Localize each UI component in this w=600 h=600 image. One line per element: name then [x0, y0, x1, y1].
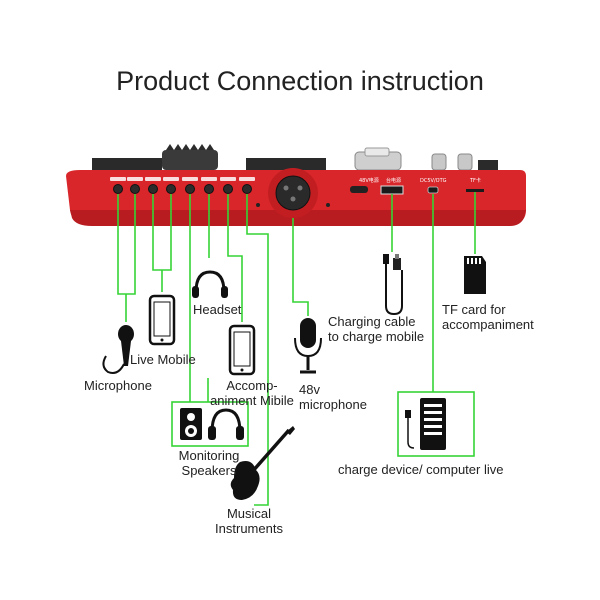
- xlr-socket-icon: [268, 168, 318, 218]
- jack-port-icon: [166, 184, 176, 194]
- device-label-dc: DC5V/OTG: [420, 178, 447, 184]
- usb-port-icon: [380, 185, 404, 195]
- device-label-tf: TF卡: [469, 177, 481, 184]
- jack-port-icon: [113, 184, 123, 194]
- label-48v-mic: 48v microphone: [299, 382, 367, 412]
- label-computer: charge device/ computer live: [338, 462, 504, 477]
- jack-port-icon: [130, 184, 140, 194]
- usb-cable-icon: [383, 254, 403, 316]
- condenser-microphone-icon: [294, 318, 322, 374]
- label-tf-line2: accompaniment: [442, 317, 534, 332]
- label-headset: Headset: [193, 302, 242, 317]
- speaker-icon: [180, 408, 202, 440]
- label-monitoring: Monitoring Speakers: [166, 448, 252, 478]
- label-instruments-line2: Instruments: [215, 521, 283, 536]
- label-accompaniment-line1: Accomp-: [226, 378, 278, 393]
- accompaniment-phone-icon: [228, 324, 256, 376]
- computer-box: [397, 391, 475, 457]
- label-charging-line1: Charging cable: [328, 314, 416, 329]
- tf-slot-icon: [466, 189, 484, 192]
- screw-icon: [326, 203, 330, 207]
- headset-icon: [192, 270, 228, 298]
- jack-port-icon: [148, 184, 158, 194]
- mobile-phone-icon: [148, 294, 176, 346]
- label-instruments-line1: Musical: [226, 506, 272, 521]
- monitor-headphones-icon: [208, 408, 244, 440]
- label-accompaniment-line2: animent Mibile: [210, 393, 294, 408]
- guitar-icon: [230, 426, 295, 500]
- label-48v-mic-line1: 48v: [299, 382, 320, 397]
- label-live-mobile: Live Mobile: [130, 352, 196, 367]
- tf-card-icon: [464, 256, 486, 294]
- label-instruments: Musical Instruments: [206, 506, 292, 536]
- device-panel-top: [246, 158, 326, 172]
- label-accompaniment: Accomp- animent Mibile: [204, 378, 300, 408]
- label-48v-mic-line2: microphone: [299, 397, 367, 412]
- 48v-switch: [350, 186, 368, 193]
- usb-c-port-icon: [427, 186, 439, 194]
- label-monitoring-line1: Monitoring: [178, 448, 240, 463]
- label-tf-card: TF card for accompaniment: [442, 302, 534, 332]
- jack-port-icon: [204, 184, 214, 194]
- knob-icon: [354, 147, 402, 171]
- device-base: [70, 210, 526, 226]
- label-microphone: Microphone: [84, 378, 152, 393]
- sound-card-device: 48V电源 台电源 DC5V/OTG TF卡: [66, 144, 526, 226]
- computer-icon: [405, 398, 446, 450]
- label-charging-line2: to charge mobile: [328, 329, 425, 344]
- jack-port-icon: [223, 184, 233, 194]
- connection-wires: [117, 192, 476, 506]
- microphone-icon: [102, 325, 134, 374]
- label-tf-line1: TF card for: [442, 302, 506, 317]
- page-title: Product Connection instruction: [116, 66, 484, 96]
- device-panel-top: [92, 158, 162, 172]
- knob-icon: [162, 144, 218, 170]
- jack-port-icon: [185, 184, 195, 194]
- jack-port-icon: [242, 184, 252, 194]
- label-monitoring-line2: Speakers: [181, 463, 237, 478]
- knob-icon: [431, 153, 498, 171]
- device-label-48v: 48V电源: [359, 177, 379, 184]
- device-label-usb: 台电源: [386, 177, 401, 184]
- screw-icon: [256, 203, 260, 207]
- label-charging-cable: Charging cable to charge mobile: [328, 314, 424, 344]
- monitoring-box: [171, 401, 249, 447]
